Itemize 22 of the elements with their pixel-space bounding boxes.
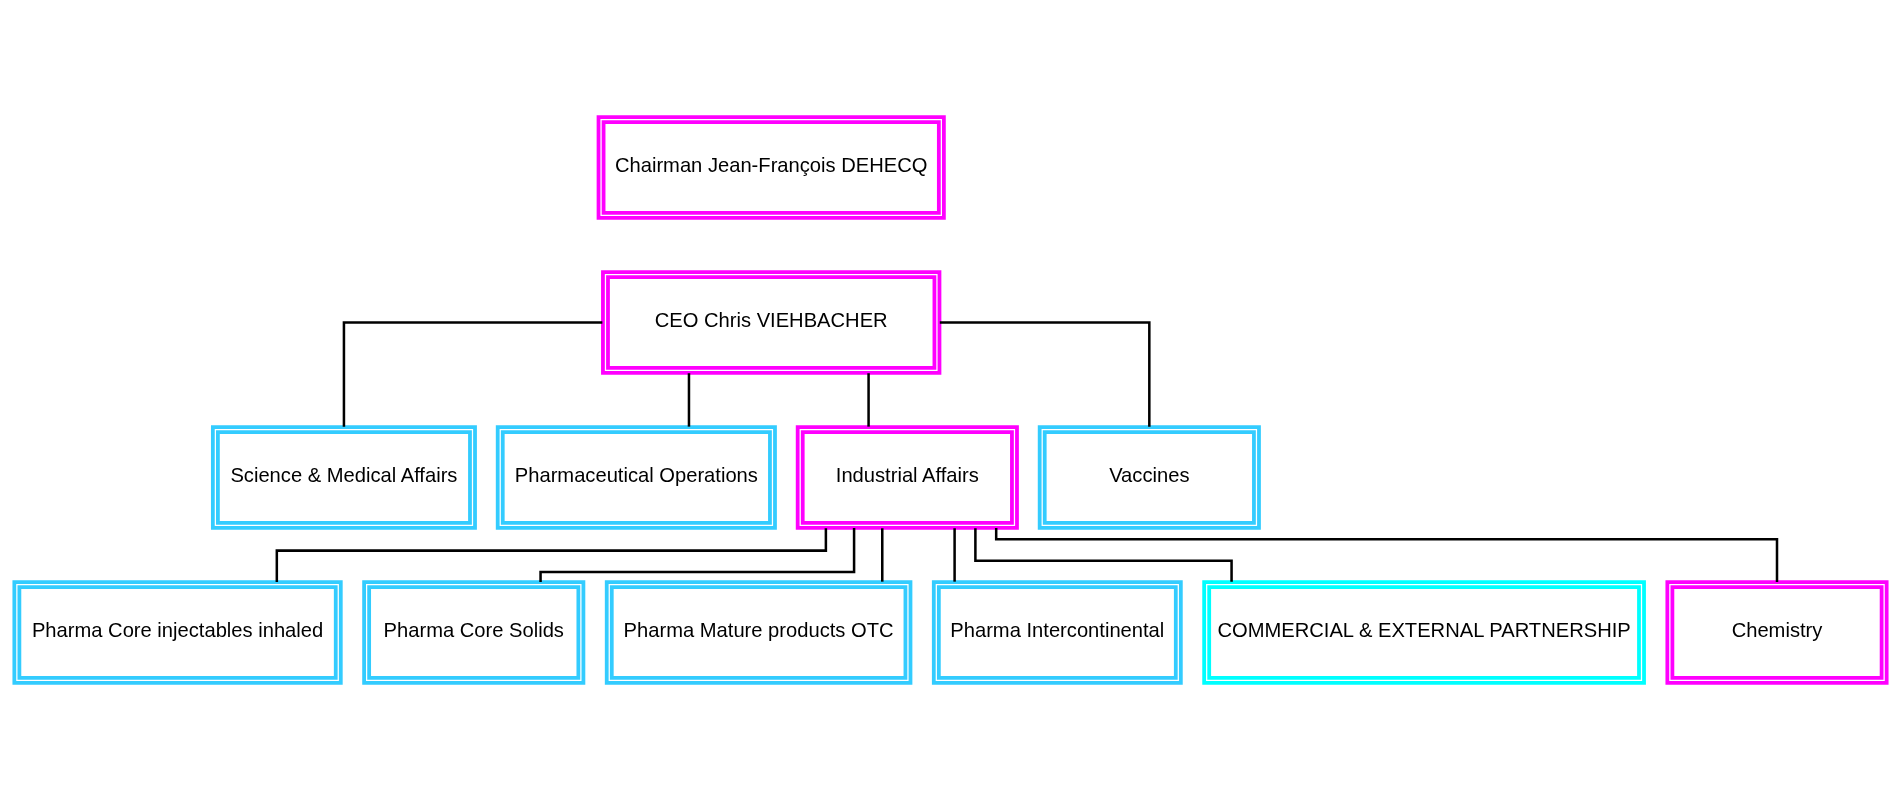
connector — [275, 528, 828, 583]
connector — [867, 373, 870, 427]
connector — [342, 321, 603, 427]
node-box: Pharma Intercontinental — [931, 580, 1183, 685]
node-box: Industrial Affairs — [795, 425, 1019, 530]
node-box: Pharma Core injectables inhaled — [12, 580, 343, 685]
connector — [974, 528, 1233, 582]
connector — [994, 527, 1779, 583]
node-box: COMMERCIAL & EXTERNAL PARTNERSHIP — [1202, 580, 1646, 685]
node-box: Science & Medical Affairs — [210, 425, 477, 530]
node-box: Pharmaceutical Operations — [495, 425, 777, 530]
connector — [939, 321, 1151, 427]
connector — [539, 528, 856, 583]
node-box: CEO Chris VIEHBACHER — [601, 270, 942, 375]
node-box: Vaccines — [1037, 425, 1261, 530]
node-box: Pharma Core Solids — [362, 580, 586, 685]
connector — [687, 373, 691, 427]
connector — [953, 528, 956, 582]
node-box: Chairman Jean-François DEHECQ — [596, 115, 946, 220]
connector — [881, 528, 884, 582]
node-box: Chemistry — [1665, 580, 1889, 685]
node-box: Pharma Mature products OTC — [604, 580, 913, 685]
